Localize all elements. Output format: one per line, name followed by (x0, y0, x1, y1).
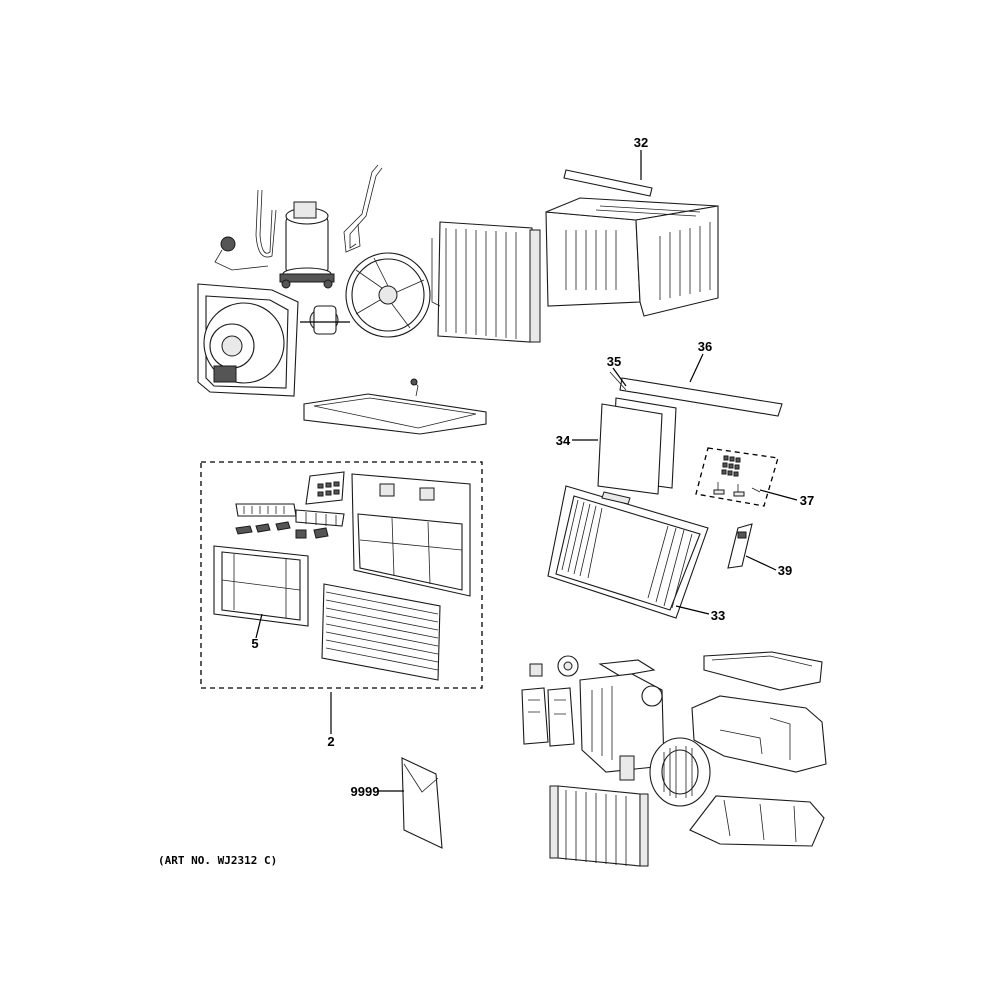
scroll-housing (691, 695, 827, 773)
condenser-coil (431, 221, 541, 343)
drain-pan (689, 795, 825, 847)
cabinet-chassis (545, 197, 719, 317)
electrical-components (521, 655, 656, 747)
part-35-side-foam (609, 371, 627, 391)
part-5-air-filter (213, 545, 309, 627)
part-34-foam-panels (597, 397, 677, 495)
callout-9999: 9999 (351, 784, 380, 799)
top-housing (703, 651, 823, 691)
front-panel-group-box (200, 461, 483, 689)
callout-36: 36 (698, 339, 712, 354)
control-box-housing (579, 673, 665, 781)
callout-33: 33 (711, 608, 725, 623)
leader-5 (255, 613, 263, 639)
leader-lines (255, 150, 798, 792)
evaporator-coil (549, 785, 649, 867)
compressor-assembly (214, 164, 383, 289)
front-grille-frame (351, 473, 471, 597)
callout-5: 5 (251, 636, 258, 651)
part-9999-owners-manual (401, 757, 443, 849)
front-louvered-grille (321, 583, 441, 681)
part-39-remote-control (727, 523, 753, 569)
leader-36 (689, 353, 704, 383)
callout-37: 37 (800, 493, 814, 508)
part-37-hardware-kit (695, 447, 779, 507)
callout-32: 32 (634, 135, 648, 150)
base-pan (303, 378, 487, 435)
part-32-top-rail (563, 169, 653, 197)
part-33-window-filler-panel (547, 485, 709, 619)
art-number-label: (ART NO. WJ2312 C) (158, 854, 277, 867)
part-36-side-seal (619, 377, 783, 417)
leader-39 (745, 555, 777, 571)
fan-motor (300, 305, 350, 335)
fan-shroud-assembly (197, 283, 299, 397)
leader-35 (612, 367, 627, 387)
control-panel (305, 471, 345, 505)
callout-35: 35 (607, 354, 621, 369)
condenser-fan-blade (345, 252, 431, 338)
leader-37 (759, 489, 798, 501)
callout-34: 34 (556, 433, 571, 448)
louver-parts (235, 503, 345, 539)
callout-2: 2 (327, 734, 334, 749)
blower-wheel (649, 737, 711, 807)
leader-33 (675, 605, 710, 615)
callout-39: 39 (778, 563, 792, 578)
